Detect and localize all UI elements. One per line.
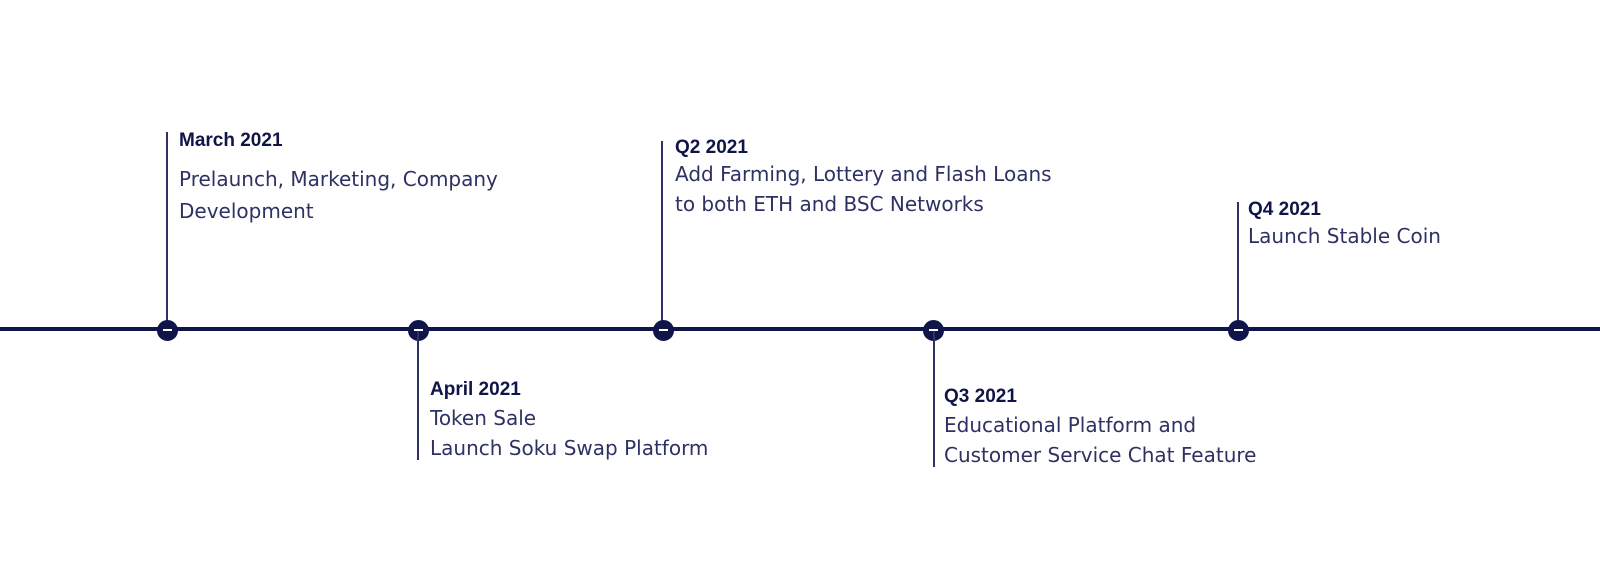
milestone-march-2021: March 2021 Prelaunch, Marketing, Company… <box>179 130 498 226</box>
milestone-dot <box>408 320 429 341</box>
milestone-description-line: Launch Stable Coin <box>1248 224 1441 248</box>
milestone-description-line: Prelaunch, Marketing, Company <box>179 167 498 191</box>
milestone-description-line: to both ETH and BSC Networks <box>675 192 984 216</box>
milestone-stem <box>661 141 663 328</box>
milestone-date: Q2 2021 <box>675 137 748 158</box>
milestone-description-line: Educational Platform and <box>944 413 1197 437</box>
milestone-date: March 2021 <box>179 130 283 151</box>
milestone-dot <box>157 320 178 341</box>
milestone-description-line: Customer Service Chat Feature <box>944 443 1257 467</box>
milestone-stem <box>1237 202 1239 328</box>
timeline-axis <box>0 327 1600 331</box>
milestone-stem <box>166 132 168 328</box>
milestone-description-line: Token Sale <box>430 406 537 430</box>
milestone-stem <box>417 331 419 460</box>
milestone-description-line: Development <box>179 199 314 223</box>
milestone-description-line: Launch Soku Swap Platform <box>430 436 709 460</box>
milestone-dot <box>653 320 674 341</box>
milestone-date: Q3 2021 <box>944 386 1017 407</box>
milestone-dot <box>1228 320 1249 341</box>
milestone-q3-2021: Q3 2021 Educational Platform and Custome… <box>944 386 1256 470</box>
milestone-date: Q4 2021 <box>1248 199 1321 220</box>
milestone-date: April 2021 <box>430 379 521 400</box>
milestone-q4-2021: Q4 2021 Launch Stable Coin <box>1248 199 1441 251</box>
milestone-april-2021: April 2021 Token Sale Launch Soku Swap P… <box>430 379 708 463</box>
milestone-description-line: Add Farming, Lottery and Flash Loans <box>675 162 1052 186</box>
milestone-stem <box>933 331 935 467</box>
milestone-q2-2021: Q2 2021 Add Farming, Lottery and Flash L… <box>675 137 1052 219</box>
